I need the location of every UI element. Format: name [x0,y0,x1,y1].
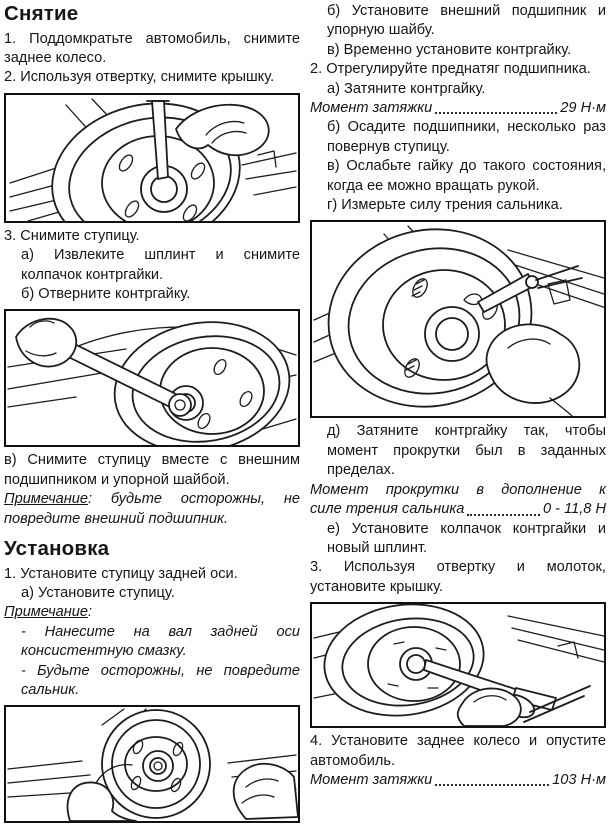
removal-step-3v: в) Снимите ступицу вместе с внешним подш… [4,452,300,488]
removal-heading: Снятие [4,2,79,25]
locknut-wrench-line-art [7,318,297,446]
torque-value: 103 Н·м [552,771,606,788]
spin-torque-value: 0 - 11,8 Н [543,501,606,518]
note-text: : будьте осторожны, не повредите внешний… [4,491,300,527]
figure-remove-cotter-pin-pliers [310,220,606,419]
measure-friction-step: г) Измерьте силу трения сальника. [327,197,563,214]
dot-leader [467,513,540,516]
figure-pry-cap-with-screwdriver [4,92,300,223]
temp-locknut-step: в) Временно установите контргайку. [327,41,572,58]
note-label: Примечание [4,604,89,621]
install-step-1: 1. Установите ступицу задней оси. [4,565,238,582]
removal-step-3b: б) Отверните контргайку. [21,285,191,302]
removal-step-3: 3. Снимите ступицу. [4,227,140,244]
left-column: Снятие 1. Поддомкратьте автомобиль, сним… [4,2,300,827]
install-note-item-1: - Нанесите на вал задней оси консистентн… [21,623,300,660]
final-tighten-step: д) Затяните контргайку так, чтобы момент… [327,423,606,479]
figure-unscrew-locknut-wrench [4,309,300,448]
removal-step-1: 1. Поддомкратьте автомобиль, снимите зад… [4,30,300,66]
removal-step-2: 2. Используя отвертку, снимите крышку. [4,69,275,86]
install-cap-pin-step: е) Установите колпачок контргайки и новы… [327,520,606,556]
note-colon: : [88,604,93,621]
install-cap-line-art [313,604,604,727]
install-cover-step: 3. Используя отвертку и молоток, установ… [310,559,606,595]
install-hub-line-art [7,708,298,822]
install-wheel-step: 4. Установите заднее колесо и опустите а… [310,733,606,769]
dot-leader [435,112,558,115]
removal-step-3a: а) Извлеките шплинт и снимите колпачок к… [21,247,300,283]
note-label: Примечание [4,491,89,508]
torque-label: Момент затяжки [310,100,433,117]
torque-spec-29: Момент затяжки 29 Н·м [310,99,606,118]
figure-install-cap-hammer [310,602,606,729]
tighten-locknut-step: а) Затяните контргайку. [327,80,486,97]
dot-leader [435,784,550,787]
install-bearing-step: б) Установите внешний подшипник и упорну… [327,3,606,39]
loosen-nut-step: в) Ослабьте гайку до такого состояния, к… [327,158,606,194]
cotter-pin-line-art [313,225,604,417]
torque-label: Момент затяжки [310,771,433,788]
adjust-preload-step: 2. Отрегулируйте преднатяг подшипника. [310,61,591,78]
pry-cap-line-art [9,98,297,221]
spin-torque-spec: Момент прокрутки в дополнение к силе тре… [310,481,606,520]
install-note-head: Примечание: [4,603,300,622]
removal-note: Примечание: будьте осторожны, не повреди… [4,490,300,529]
torque-spec-103: Момент затяжки 103 Н·м [310,771,606,790]
spin-torque-line-1: Момент прокрутки в дополнение к [310,481,606,498]
install-heading: Установка [4,537,110,561]
right-column: б) Установите внешний подшипник и упорну… [310,2,606,827]
torque-value: 29 Н·м [560,100,606,117]
install-step-1a: а) Установите ступицу. [21,584,175,601]
figure-install-hub-two-hands [4,705,300,824]
spin-torque-line-2: силе трения сальника 0 - 11,8 Н [310,500,606,519]
install-note-item-2: - Будьте осторожны, не повредите сальник… [21,662,300,698]
seat-bearings-step: б) Осадите подшипники, несколько раз пов… [327,119,606,155]
spin-torque-label: силе трения сальника [310,501,465,518]
